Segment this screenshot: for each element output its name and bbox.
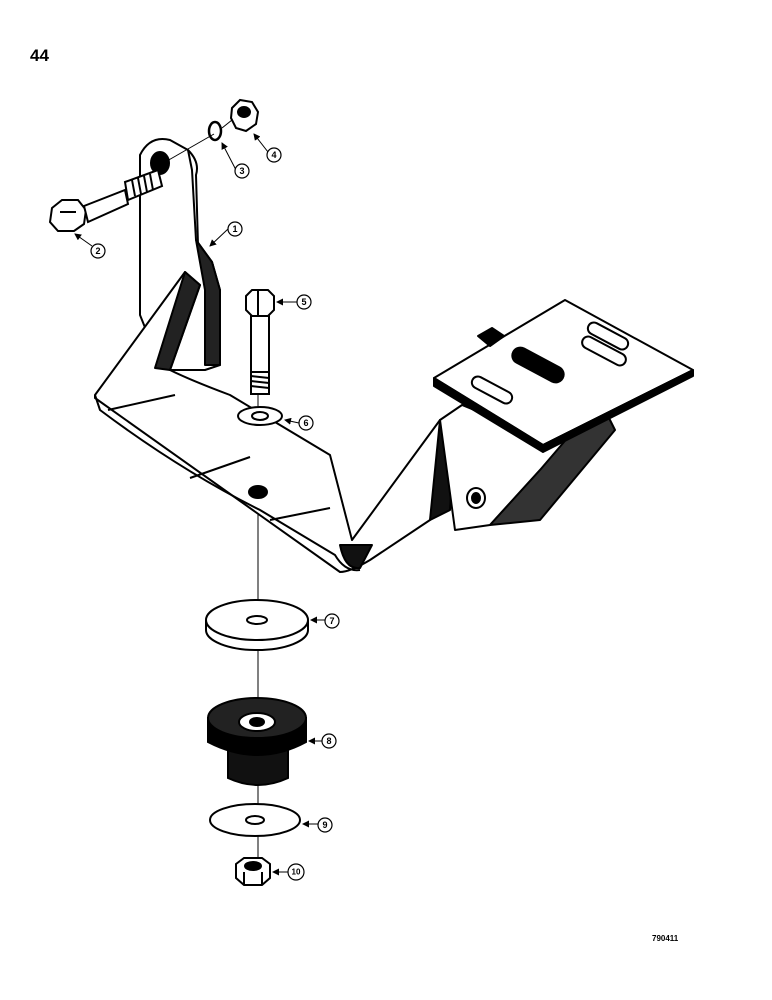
leader-1 xyxy=(209,228,229,247)
callout-1-label: 1 xyxy=(232,224,237,234)
leader-6 xyxy=(284,417,300,425)
callout-7: 7 xyxy=(324,613,340,629)
lock-washer xyxy=(207,120,223,142)
hex-nut-upper xyxy=(229,98,260,133)
leader-4 xyxy=(253,133,269,153)
callout-8: 8 xyxy=(321,733,337,749)
callout-10: 10 xyxy=(287,863,305,881)
rubber-mount xyxy=(207,697,307,786)
large-flat-washer xyxy=(205,599,309,651)
engine-mount-bracket xyxy=(94,138,694,573)
callout-8-label: 8 xyxy=(326,736,331,746)
callout-5: 5 xyxy=(296,294,312,310)
leader-3 xyxy=(221,142,237,171)
callout-2: 2 xyxy=(90,243,106,259)
hex-bolt-upper xyxy=(48,168,164,232)
callout-6-label: 6 xyxy=(303,418,308,428)
flat-washer-upper xyxy=(237,406,283,426)
callout-5-label: 5 xyxy=(301,297,306,307)
leader-lines xyxy=(74,133,325,876)
leader-2 xyxy=(74,233,93,247)
callout-2-label: 2 xyxy=(95,246,100,256)
flat-washer-lower xyxy=(209,803,301,837)
callout-1: 1 xyxy=(227,221,243,237)
figure-id: 790411 xyxy=(652,934,679,943)
callout-4: 4 xyxy=(266,147,282,163)
hex-bolt-vertical xyxy=(245,289,275,395)
callout-6: 6 xyxy=(298,415,314,431)
callout-10-label: 10 xyxy=(292,868,301,877)
page-number: 44 xyxy=(30,46,49,65)
hex-nut-lower xyxy=(235,857,271,886)
callout-3-label: 3 xyxy=(239,166,244,176)
callout-7-label: 7 xyxy=(329,616,334,626)
callout-3: 3 xyxy=(234,163,250,179)
callout-4-label: 4 xyxy=(271,150,276,160)
callout-9: 9 xyxy=(317,817,333,833)
callout-9-label: 9 xyxy=(322,820,327,830)
